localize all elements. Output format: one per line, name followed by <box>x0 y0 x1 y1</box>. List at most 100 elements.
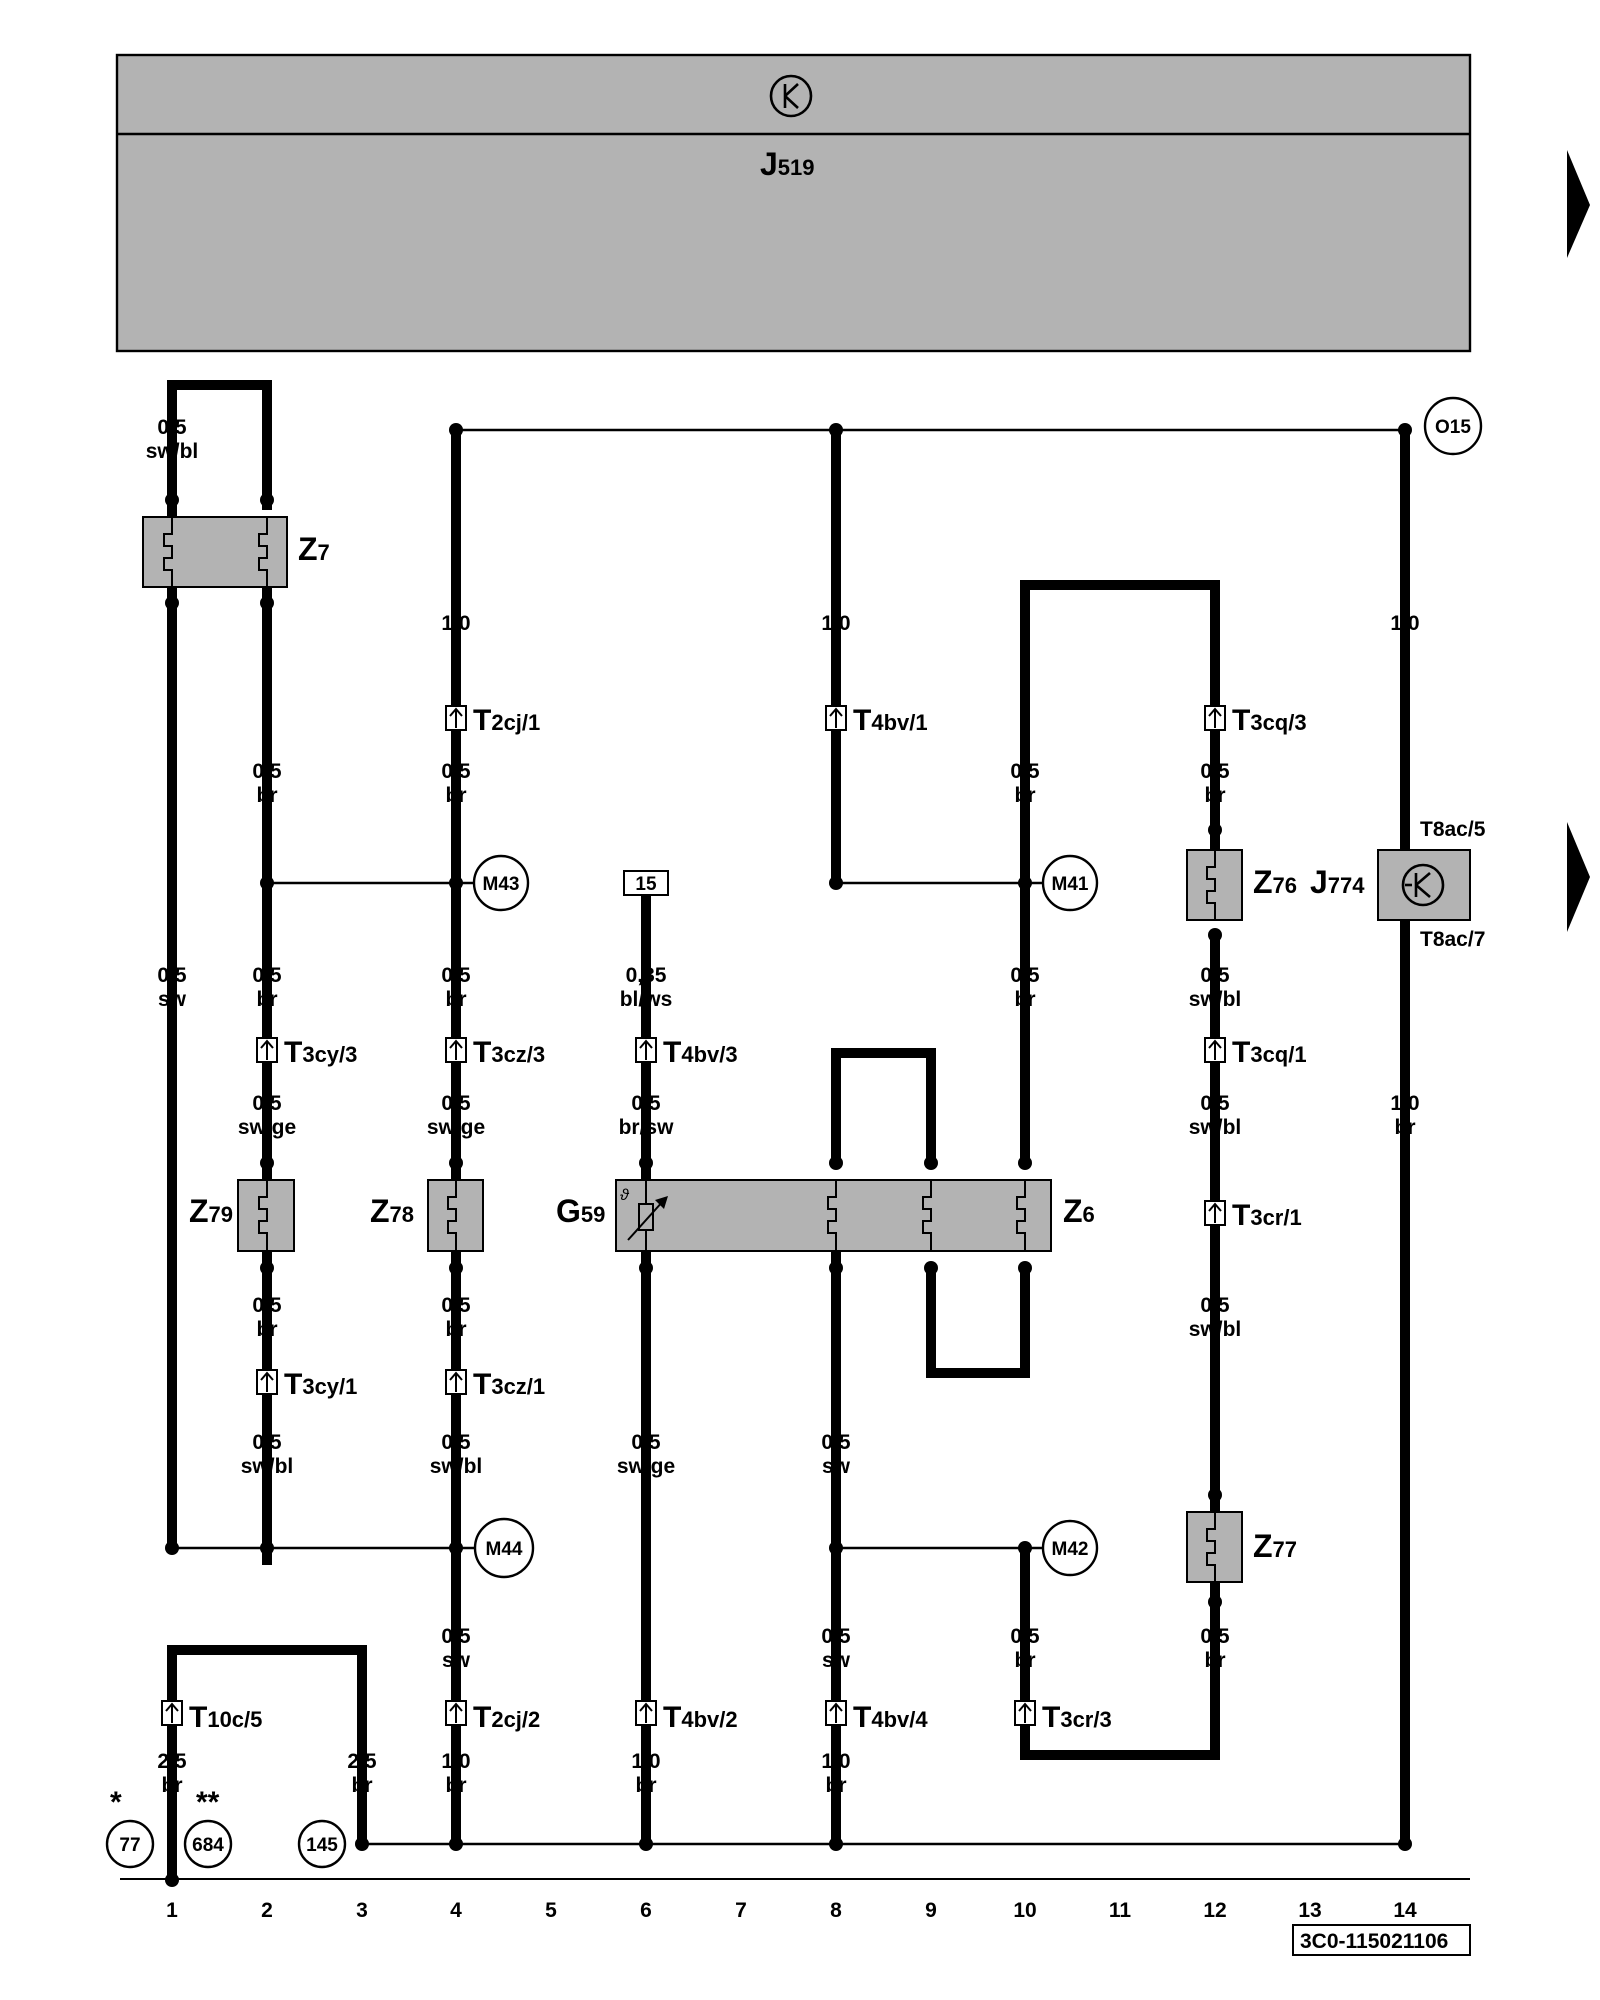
thin-wires <box>120 428 1470 1880</box>
component-label: Z78 <box>370 1193 414 1229</box>
connector-label: T4bv/2 <box>663 1701 738 1734</box>
ground-connection-145: 145 <box>297 1819 347 1869</box>
connector-icon <box>1204 1037 1226 1063</box>
svg-text:145: 145 <box>306 1835 338 1856</box>
connector-icon <box>825 1700 847 1726</box>
column-numbers: 1 2 3 4 5 6 7 8 9 10 11 12 13 14 <box>166 1899 1417 1922</box>
continuation-arrow-icon <box>1567 822 1590 932</box>
svg-text:M42: M42 <box>1052 1539 1089 1560</box>
connector-label: T2cj/2 <box>473 1701 540 1734</box>
continuation-arrow-icon <box>1567 150 1590 258</box>
connector-label: T3cy/3 <box>284 1036 357 1069</box>
ground-point-m41: M41 <box>1041 854 1099 912</box>
svg-text:M43: M43 <box>483 874 520 895</box>
column-number: 2 <box>261 1899 273 1922</box>
connector-icon <box>161 1700 183 1726</box>
connector-label: T4bv/3 <box>663 1036 738 1069</box>
ground-point-m44: M44 <box>473 1517 535 1579</box>
ground-points: M43 M41 M44 M42 O15 77 684 145 <box>105 396 1483 1869</box>
component-label: G59 <box>556 1193 605 1229</box>
connectors: T2cj/1 T4bv/1 T3cq/3 T3cy/3 T3cz/3 T4bv/… <box>161 704 1307 1734</box>
svg-text:15: 15 <box>635 874 657 895</box>
connector-icon <box>445 1369 467 1395</box>
electronics-symbol-icon <box>769 74 813 118</box>
fuse-holder-z7 <box>142 516 288 588</box>
connector-icon <box>1014 1700 1036 1726</box>
connector-label: T3cz/1 <box>473 1368 545 1401</box>
footnote-marker-double: ** <box>196 1786 220 1819</box>
ground-point-m43: M43 <box>472 854 530 912</box>
connector-icon <box>256 1037 278 1063</box>
footnote-marker-single: * <box>110 1786 122 1819</box>
arrow-down-icon <box>1400 933 1410 940</box>
control-unit-label: J519 <box>760 146 815 182</box>
connector-label: T3cr/3 <box>1042 1701 1112 1734</box>
junction-dots <box>165 423 1412 1887</box>
component-label: Z79 <box>189 1193 233 1229</box>
terminal-15: 15 <box>623 870 669 896</box>
ground-connection-684: 684 <box>183 1819 233 1869</box>
svg-text:3C0-115021106: 3C0-115021106 <box>1300 1930 1448 1953</box>
column-number: 1 <box>166 1899 178 1922</box>
svg-text:ϑ: ϑ <box>620 1187 630 1204</box>
column-number: 5 <box>545 1899 557 1922</box>
component-label: Z77 <box>1253 1528 1297 1564</box>
column-number: 11 <box>1109 1899 1132 1922</box>
svg-text:M41: M41 <box>1052 874 1089 895</box>
connector-label: T10c/5 <box>189 1701 262 1734</box>
column-number: 3 <box>356 1899 368 1922</box>
connector-label: T3cq/3 <box>1232 704 1307 737</box>
component-labels: Z7 Z76 J774 Z79 Z78 G59 Z6 Z77 <box>189 531 1365 1564</box>
column-number: 9 <box>925 1899 937 1922</box>
terminal-o15: O15 <box>1423 396 1483 456</box>
connector-label: T4bv/4 <box>853 1701 928 1734</box>
column-number: 10 <box>1013 1899 1036 1922</box>
connector-icon <box>825 705 847 731</box>
connector-icon <box>445 1700 467 1726</box>
svg-text:77: 77 <box>119 1835 140 1856</box>
diagram-code: 3C0-115021106 <box>1292 1924 1471 1956</box>
column-number: 13 <box>1298 1899 1321 1922</box>
ground-connection-77: 77 <box>105 1819 155 1869</box>
connector-label: T3cq/1 <box>1232 1036 1307 1069</box>
column-number: 7 <box>735 1899 747 1922</box>
connector-label: T4bv/1 <box>853 704 928 737</box>
column-number: 6 <box>640 1899 652 1922</box>
connector-label: T3cz/3 <box>473 1036 545 1069</box>
connector-label: T3cy/1 <box>284 1368 357 1401</box>
electronics-symbol-icon <box>1401 863 1445 907</box>
connector-label: T3cr/1 <box>1232 1199 1302 1232</box>
column-number: 14 <box>1393 1899 1417 1922</box>
column-number: 4 <box>450 1899 462 1922</box>
